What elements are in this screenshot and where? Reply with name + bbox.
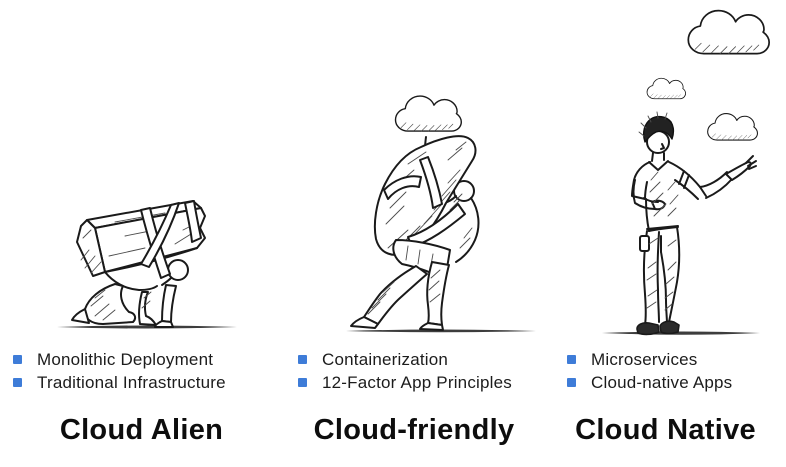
bullet-item: Monolithic Deployment bbox=[13, 348, 279, 371]
medium-cloud-icon bbox=[707, 113, 758, 141]
bullet-label: Cloud-native Apps bbox=[591, 372, 733, 392]
striding-legs bbox=[350, 261, 450, 331]
bullet-list: Containerization 12-Factor App Principle… bbox=[298, 348, 541, 394]
bullet-square-icon bbox=[298, 355, 307, 364]
bullet-label: Containerization bbox=[322, 349, 449, 369]
bullet-square-icon bbox=[298, 378, 307, 387]
stage-title: Cloud-friendly bbox=[313, 414, 515, 446]
bullet-square-icon bbox=[13, 355, 22, 364]
stage-title: Cloud Alien bbox=[59, 414, 224, 446]
bullet-item: 12-Factor App Principles bbox=[298, 371, 541, 394]
cloud-native-illustration bbox=[545, 0, 786, 342]
ground-line bbox=[57, 325, 237, 329]
bullet-item: Traditional Infrastructure bbox=[13, 371, 279, 394]
bullet-item: Containerization bbox=[298, 348, 541, 371]
carrying-person bbox=[443, 180, 480, 263]
crawling-person bbox=[71, 259, 189, 328]
bullet-label: 12-Factor App Principles bbox=[322, 372, 512, 392]
bullet-label: Microservices bbox=[591, 349, 698, 369]
bullet-square-icon bbox=[567, 355, 576, 364]
standing-person bbox=[631, 111, 757, 336]
bullet-label: Monolithic Deployment bbox=[37, 349, 214, 369]
standing-man-with-clouds-drawing bbox=[602, 9, 771, 336]
bullet-item: Microservices bbox=[567, 348, 782, 371]
stage-cloud-friendly: Containerization 12-Factor App Principle… bbox=[283, 0, 545, 467]
bullet-label: Traditional Infrastructure bbox=[37, 372, 226, 392]
straps bbox=[140, 200, 202, 279]
cloud-alien-illustration bbox=[0, 0, 283, 342]
small-cloud-icon bbox=[646, 77, 686, 100]
large-cloud-icon bbox=[687, 9, 771, 55]
cloud-friendly-illustration bbox=[283, 0, 545, 342]
man-with-boulder-and-cloud-drawing bbox=[346, 95, 536, 333]
bullet-item: Cloud-native Apps bbox=[567, 371, 782, 394]
bullet-list: Monolithic Deployment Traditional Infras… bbox=[13, 348, 279, 394]
stage-cloud-native: Microservices Cloud-native Apps Cloud Na… bbox=[545, 0, 786, 467]
boulder bbox=[373, 135, 477, 256]
stage-cloud-alien: Monolithic Deployment Traditional Infras… bbox=[0, 0, 283, 467]
ground-line bbox=[602, 331, 760, 335]
man-with-stone-block-drawing bbox=[57, 200, 237, 329]
bullet-square-icon bbox=[567, 378, 576, 387]
stage-title: Cloud Native bbox=[575, 414, 756, 446]
bullet-list: Microservices Cloud-native Apps bbox=[567, 348, 782, 394]
bullet-square-icon bbox=[13, 378, 22, 387]
